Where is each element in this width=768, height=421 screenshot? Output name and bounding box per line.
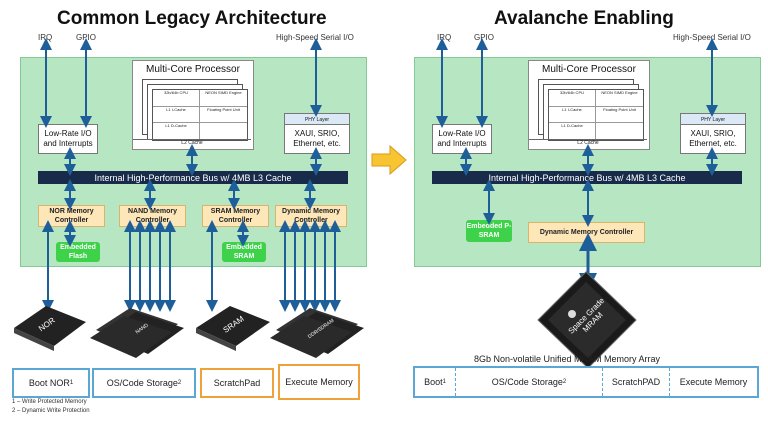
left-boot-sup: 1 [69,380,74,386]
left-serial-label: High-Speed Serial I/O [276,33,354,42]
right-processor-title: Multi-Core Processor [542,64,636,75]
right-os-label: OS/Code Storage [491,377,563,387]
right-boot-sup: 1 [442,379,446,385]
left-internal-bus: Internal High-Performance Bus w/ 4MB L3 … [38,171,348,184]
left-title: Common Legacy Architecture [57,8,327,29]
left-l1i-cell: L1 I-Cache [153,106,200,124]
left-nand-chip-stack [90,308,184,358]
left-cpu-cell: 32b/64b CPU [153,90,200,107]
transition-arrow [371,144,407,176]
left-core: 32b/64b CPU NEON SIMD Engine L1 I-Cache … [152,89,248,141]
footnote-2: 2 – Dynamic Write Protection [12,408,90,414]
right-os-sup: 2 [562,379,567,385]
right-cpu-cell: 32b/64b CPU [549,90,596,107]
right-core: 32b/64b CPU NEON SIMD Engine L1 I-Cache … [548,89,644,141]
right-l2-cache: L2 Cache [529,139,647,146]
left-os-sup: 2 [177,380,182,386]
right-mram-chip [537,271,637,369]
left-os-storage-label: OS/Code Storage [106,378,178,388]
right-array-title: 8Gb Non-volatile Unified MRAM Memory Arr… [474,354,661,364]
left-l2-cache: L2 Cache [133,139,251,146]
right-internal-bus: Internal High-Performance Bus w/ 4MB L3 … [432,171,742,184]
right-l1d-cell: L1 D-Cache [549,123,596,140]
left-irq-label: IRQ [38,33,53,42]
left-neon-cell: NEON SIMD Engine [200,90,247,107]
left-lowrate-io-box: Low-Rate I/O and Interrupts [38,124,98,154]
right-gpio-label: GPIO [474,33,495,42]
left-nor-chip [14,306,86,351]
left-embedded-sram: Embedded SRAM [222,242,266,262]
left-scratchpad-box: ScratchPad [200,368,274,398]
right-irq-label: IRQ [437,33,452,42]
right-scratchpad-segment: ScratchPAD [603,368,670,396]
right-embedded-psram: Embedded P-SRAM [466,220,512,242]
left-boot-nor-label: Boot NOR [28,378,70,388]
right-serial-label: High-Speed Serial I/O [673,33,751,42]
left-execute-memory-box: Execute Memory [278,364,360,400]
left-fpu-cell: Floating Point Unit [200,107,247,124]
left-sram-chip [196,306,270,351]
footnote-1: 1 – Write Protected Memory [12,399,87,405]
right-boot-label: Boot [424,377,443,387]
right-fpu-cell: Floating Point Unit [596,107,643,124]
left-gpio-label: GPIO [76,33,97,42]
right-l1i-cell: L1 I-Cache [549,106,596,124]
left-l1d-cell: L1 D-Cache [153,123,200,140]
right-execute-segment: Execute Memory [679,377,748,387]
left-ddr-chip-stack [270,308,364,358]
right-title: Avalanche Enabling [494,8,674,29]
left-processor-title: Multi-Core Processor [146,64,240,75]
left-embedded-flash: Embedded Flash [56,242,100,262]
right-neon-cell: NEON SIMD Engine [596,90,643,107]
